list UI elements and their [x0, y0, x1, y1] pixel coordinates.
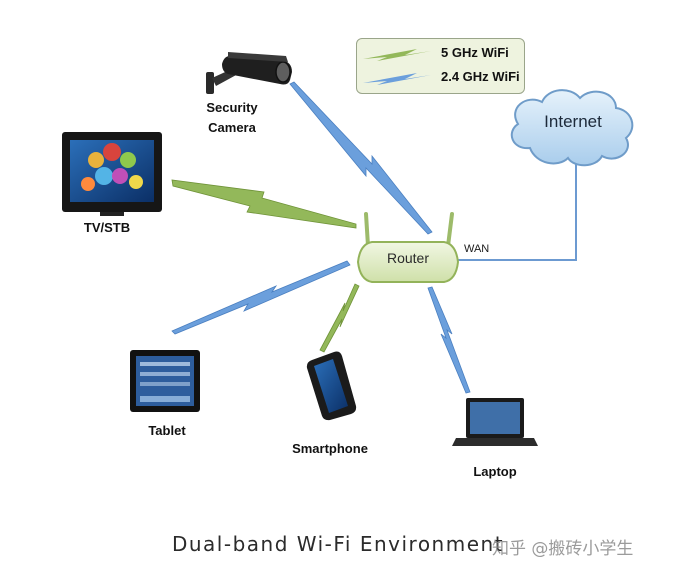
laptop-label: Laptop: [473, 464, 517, 479]
security-camera-label: Security Camera: [206, 100, 258, 135]
tv-bubble: [88, 152, 104, 168]
tablet-label: Tablet: [148, 423, 186, 438]
tv-bubble: [103, 143, 121, 161]
legend-2-4ghz-label: 2.4 GHz WiFi: [441, 69, 520, 84]
tv-bubble: [120, 152, 136, 168]
tablet-icon: [130, 350, 200, 412]
watermark: 知乎 @搬砖小学生: [492, 539, 634, 559]
camera-lens: [275, 61, 291, 83]
smartphone-icon: [306, 351, 357, 421]
laptop-screen: [470, 402, 520, 434]
legend-2-4ghz-bolt: [363, 73, 431, 85]
tablet-app-row: [140, 362, 190, 366]
link-smartphone-5ghz: [319, 283, 360, 353]
router-body: [356, 241, 460, 283]
camera-hood: [228, 52, 288, 62]
tv-bubble: [81, 177, 95, 191]
legend-swatches: [363, 49, 431, 85]
wan-link-line: [456, 158, 577, 261]
camera-wall-mount: [206, 72, 214, 94]
legend: 5 GHz WiFi 2.4 GHz WiFi: [356, 38, 525, 94]
router-label: Router: [386, 250, 430, 266]
link-tablet-2-4ghz: [171, 260, 351, 335]
smartphone-label: Smartphone: [292, 441, 368, 456]
cloud-shape: [510, 89, 634, 167]
tv-stand: [100, 212, 124, 216]
tv-bubble: [129, 175, 143, 189]
tablet-dock: [140, 396, 190, 402]
laptop-icon: [452, 398, 538, 446]
legend-5ghz-label: 5 GHz WiFi: [441, 45, 509, 60]
link-camera-2-4ghz: [289, 81, 433, 235]
internet-cloud: [510, 89, 634, 167]
phone-screen: [314, 359, 348, 413]
tv-bubble: [95, 167, 113, 185]
tv-bubble: [112, 168, 128, 184]
router-antenna-left: [364, 212, 370, 248]
tv-label: TV/STB: [83, 220, 131, 235]
link-laptop-2-4ghz: [427, 286, 471, 394]
router-antenna-right: [446, 212, 454, 248]
router: [356, 212, 460, 283]
link-tv-5ghz: [171, 179, 357, 229]
tv-icon: [62, 132, 162, 216]
internet-label: Internet: [544, 112, 602, 131]
tablet-app-row: [140, 382, 190, 386]
legend-5ghz-bolt: [363, 49, 431, 61]
security-camera-icon: [206, 52, 292, 94]
tablet-app-row: [140, 372, 190, 376]
laptop-base: [452, 438, 538, 446]
diagram-caption: Dual-band Wi-Fi Environment: [171, 532, 505, 556]
camera-body: [222, 56, 292, 85]
wan-label: WAN: [464, 243, 490, 255]
